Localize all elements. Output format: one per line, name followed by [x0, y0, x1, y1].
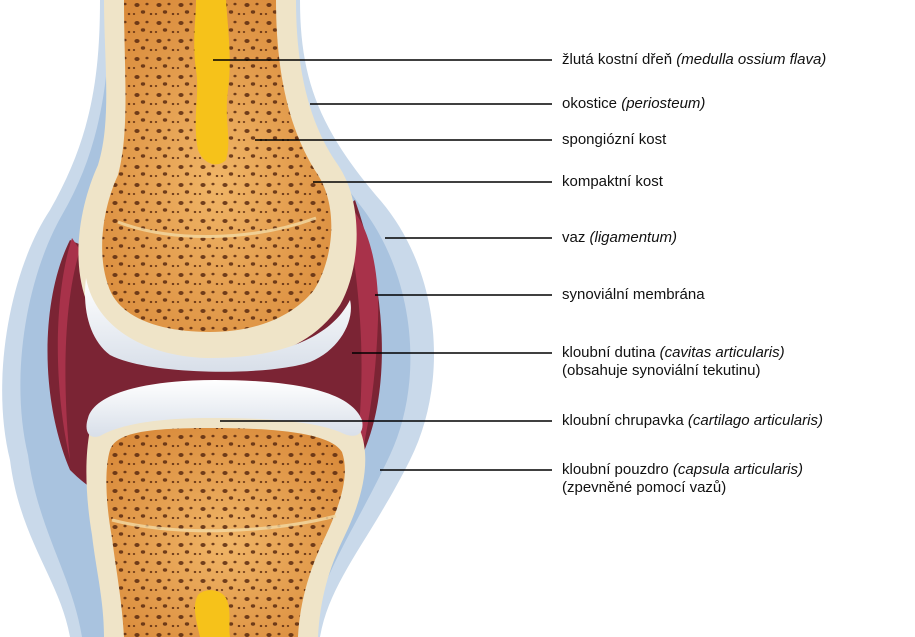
- label-spongy-bone: spongiózní kost: [562, 131, 666, 149]
- label-joint-cavity-note: (obsahuje synoviální tekutinu): [562, 362, 760, 379]
- label-articular-cartilage: kloubní chrupavka (cartilago articularis…: [562, 412, 823, 430]
- label-joint-capsule-note: (zpevněné pomocí vazů): [562, 479, 726, 496]
- label-periosteum: okostice (periosteum): [562, 95, 705, 113]
- label-compact-bone: kompaktní kost: [562, 173, 663, 191]
- label-joint-cavity: kloubní dutina (cavitas articularis) (ob…: [562, 344, 785, 380]
- upper-marrow: [194, 0, 229, 164]
- label-ligament: vaz (ligamentum): [562, 229, 677, 247]
- label-yellow-marrow: žlutá kostní dřeň (medulla ossium flava): [562, 51, 826, 69]
- label-synovial-membrane: synoviální membrána: [562, 286, 705, 304]
- lower-marrow: [195, 590, 230, 637]
- label-joint-capsule: kloubní pouzdro (capsula articularis) (z…: [562, 461, 803, 497]
